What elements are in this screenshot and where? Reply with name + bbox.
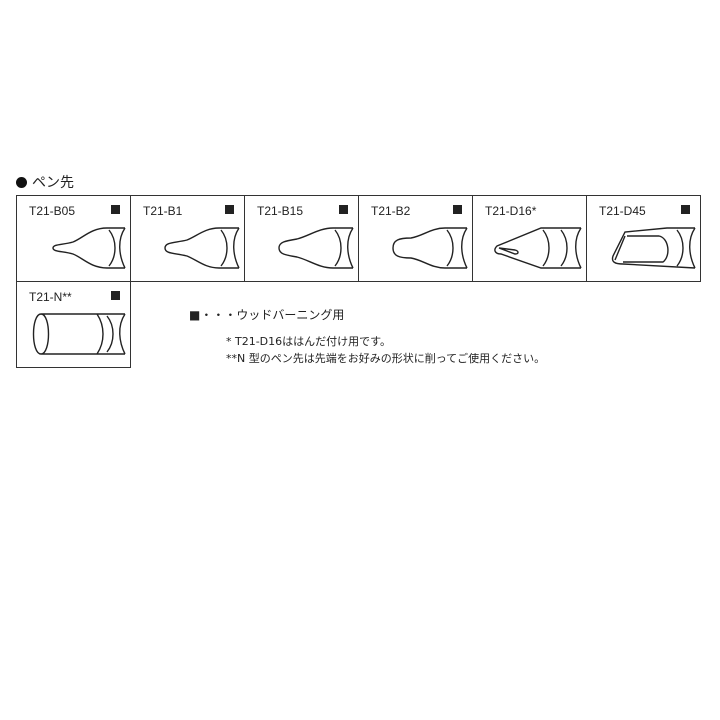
tip-label: T21-B05 bbox=[29, 204, 76, 218]
tip-b2-icon bbox=[392, 227, 468, 269]
tip-label: T21-D45 bbox=[599, 204, 646, 218]
wood-burning-marker-icon bbox=[681, 205, 690, 214]
wood-burning-marker-icon bbox=[339, 205, 348, 214]
tip-b1-icon bbox=[164, 227, 240, 269]
tip-cell: T21-B2 bbox=[358, 195, 473, 282]
tip-cell: T21-N** bbox=[16, 281, 131, 368]
note-d16: * T21-D16ははんだ付け用です。 bbox=[226, 335, 392, 348]
section-heading: ペン先 bbox=[16, 172, 74, 192]
note-n: **N 型のペン先は先端をお好みの形状に削ってご使用ください。 bbox=[226, 352, 546, 365]
tip-label: T21-N** bbox=[29, 290, 72, 304]
wood-burning-marker-icon bbox=[111, 205, 120, 214]
wood-burning-marker-icon bbox=[453, 205, 462, 214]
tip-b05-icon bbox=[52, 227, 126, 269]
wood-burning-marker-icon bbox=[111, 291, 120, 300]
tip-cell: T21-D16* bbox=[472, 195, 587, 282]
tip-d45-icon bbox=[611, 227, 696, 269]
tip-cell: T21-B05 bbox=[16, 195, 131, 282]
tip-cell: T21-D45 bbox=[586, 195, 701, 282]
tip-label: T21-B15 bbox=[257, 204, 304, 218]
tip-n-icon bbox=[32, 313, 126, 355]
section-title: ペン先 bbox=[32, 175, 74, 191]
tip-cell: T21-B1 bbox=[130, 195, 245, 282]
tip-label: T21-B1 bbox=[143, 204, 183, 218]
tip-d16-icon bbox=[494, 227, 582, 269]
tip-cell: T21-B15 bbox=[244, 195, 359, 282]
bullet-icon bbox=[16, 176, 27, 188]
legend-text: ■・・・ウッドバーニング用 bbox=[189, 308, 345, 322]
tip-b15-icon bbox=[278, 227, 354, 269]
tip-label: T21-B2 bbox=[371, 204, 411, 218]
tip-label: T21-D16* bbox=[485, 204, 537, 218]
wood-burning-marker-icon bbox=[225, 205, 234, 214]
